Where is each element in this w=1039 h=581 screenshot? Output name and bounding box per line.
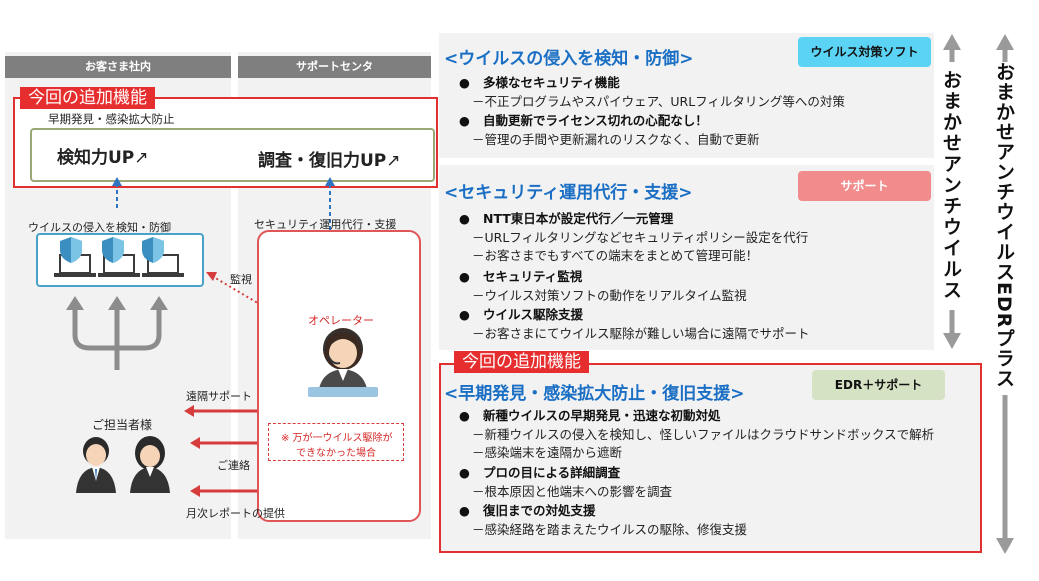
s2-sub1b: －お客さまでもすべての端末をまとめて管理可能！ <box>472 248 759 263</box>
ops-label: セキュリティ運用代行・支援 <box>254 218 397 231</box>
s3-bullet1: ● 新種ウイルスの早期発見・迅速な初動対処 <box>459 405 721 424</box>
s1-sub2: －管理の手間や更新漏れのリスクなく、自動で更新 <box>472 132 760 147</box>
s1-bullet1-text: 多様なセキュリティ機能 <box>482 75 620 90</box>
s3-bullet2: ● プロの目による詳細調査 <box>459 462 620 481</box>
s3-bullet3: ● 復旧までの対処支援 <box>459 500 596 519</box>
pc-icon <box>142 237 184 277</box>
s3-bullet1-text: 新種ウイルスの早期発見・迅速な初動対処 <box>482 408 721 423</box>
s3-added-feature-label: 今回の追加機能 <box>454 351 589 373</box>
monthly-report-label: 月次レポートの提供 <box>186 507 285 520</box>
antivirus-label: ウイルスの侵入を検知・防御 <box>28 221 171 234</box>
s2-bullet2: ● セキュリティ監視 <box>459 266 582 285</box>
section-antivirus-title: <ウイルスの侵入を検知・防御> <box>444 49 694 69</box>
s2-bullet1-text: NTT東日本が設定代行／一元管理 <box>482 211 674 226</box>
man-icon <box>76 437 116 493</box>
detection-up-label: 検知力UP↗ <box>57 143 149 168</box>
support-header: サポートセンタ <box>238 56 431 78</box>
section-ops-title: <セキュリティ運用代行・支援> <box>444 183 693 203</box>
s1-sub1: －不正プログラムやスパイウェア、URLフィルタリング等への対策 <box>472 94 845 109</box>
pc-icon <box>54 237 96 277</box>
contact-label: ご連絡 <box>217 459 250 472</box>
bullet-icon: ● <box>459 503 470 518</box>
s1-bullet2: ● 自動更新でライセンス切れの心配なし！ <box>459 110 708 129</box>
outer-product-label: おまかせアンチウイルスEDRプラス <box>993 62 1015 389</box>
investigate-up-label: 調査・復旧力UP↗ <box>258 146 401 171</box>
pc-shield-icons <box>54 237 184 277</box>
support-tag: サポート <box>798 171 931 201</box>
s3-bullet2-text: プロの目による詳細調査 <box>482 465 621 480</box>
detection-up-text: 検知力UP <box>57 148 135 168</box>
vertical-range-arrows <box>943 34 1014 554</box>
contact-person-label: ご担当者様 <box>92 418 153 432</box>
bullet-icon: ● <box>459 75 470 90</box>
s3-bullet3-text: 復旧までの対処支援 <box>482 503 596 518</box>
investigate-up-text: 調査・復旧力UP <box>258 151 387 171</box>
note-line1: ※ 万が一ウイルス駆除が <box>281 433 393 444</box>
s2-bullet3-text: ウイルス駆除支援 <box>482 307 583 322</box>
note-line2: できなかった場合 <box>296 448 376 459</box>
pc-icon <box>98 237 140 277</box>
antivirus-software-tag: ウイルス対策ソフト <box>798 37 931 67</box>
s3-sub1a: －新種ウイルスの侵入を検知し、怪しいファイルはクラウドサンドボックスで解析 <box>472 427 935 442</box>
s2-sub3: －お客さまにてウイルス駆除が難しい場合に遠隔でサポート <box>472 326 810 341</box>
protected-pcs <box>36 233 204 287</box>
customer-header: お客さま社内 <box>5 56 231 78</box>
inner-product-bar <box>937 62 967 310</box>
bullet-icon: ● <box>459 211 470 226</box>
s2-bullet2-text: セキュリティ監視 <box>482 269 583 284</box>
operator-icon <box>308 328 378 397</box>
bullet-icon: ● <box>459 408 470 423</box>
s2-bullet3: ● ウイルス駆除支援 <box>459 304 583 323</box>
s2-sub2: －ウイルス対策ソフトの動作をリアルタイム監視 <box>472 288 747 303</box>
note-box <box>268 423 404 461</box>
added-feature-label: 今回の追加機能 <box>20 87 155 109</box>
bullet-icon: ● <box>459 269 470 284</box>
up-arrow-icon: ↗ <box>134 148 149 168</box>
section-edr-title: <早期発見・感染拡大防止・復旧支援> <box>444 384 745 404</box>
s1-bullet1: ● 多様なセキュリティ機能 <box>459 72 620 91</box>
bullet-icon: ● <box>459 465 470 480</box>
s3-sub2: －根本原因と他端末への影響を調査 <box>472 484 673 499</box>
s1-bullet2-text: 自動更新でライセンス切れの心配なし！ <box>482 113 708 128</box>
contact-persons-icon <box>76 436 170 493</box>
remote-support-label: 遠隔サポート <box>186 390 252 403</box>
inner-product-label: おまかせアンチウイルス <box>940 70 962 301</box>
up-arrow-icon: ↗ <box>386 151 401 171</box>
bullet-icon: ● <box>459 307 470 322</box>
s3-sub3: －感染経路を踏まえたウイルスの駆除、修復支援 <box>472 522 748 537</box>
operator-label: オペレーター <box>308 314 374 327</box>
edr-support-tag: EDR＋サポート <box>812 370 945 400</box>
woman-icon <box>130 436 170 493</box>
s2-sub1a: －URLフィルタリングなどセキュリティポリシー設定を代行 <box>472 230 809 245</box>
early-detect-label: 早期発見・感染拡大防止 <box>48 112 175 126</box>
bullet-icon: ● <box>459 113 470 128</box>
s3-sub1b: －感染端末を遠隔から遮断 <box>472 445 623 460</box>
monitor-label: 監視 <box>230 273 252 286</box>
capability-box <box>30 128 435 182</box>
s2-bullet1: ● NTT東日本が設定代行／一元管理 <box>459 208 673 227</box>
